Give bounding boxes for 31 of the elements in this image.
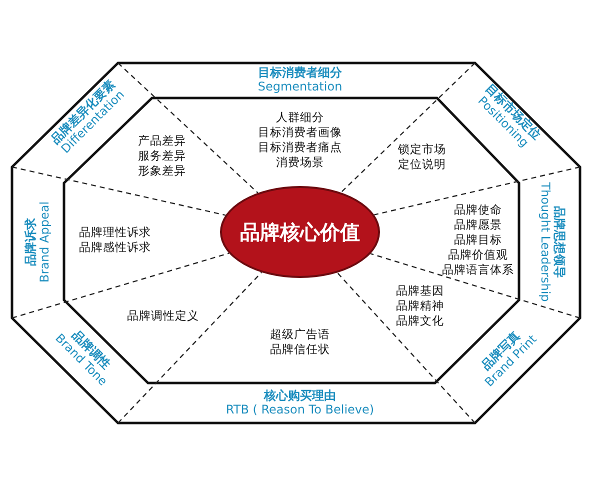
band-heading: 品牌诉求 [24,217,38,268]
sector-item: 品牌价值观 [447,247,509,262]
sector-item: 品牌理性诉求 [79,225,151,240]
sector-item: 锁定市场 [398,142,446,157]
sector-item: 品牌语言体系 [442,262,514,278]
sector-item: 人群细分 [275,110,325,126]
sector-item: 品牌信任状 [270,342,330,357]
sector-item: 形象差异 [138,163,186,178]
sector-item: 品牌使命 [453,202,503,218]
band-heading: 核心购买理由 [262,388,337,403]
band-heading: 目标消费者细分 [258,66,342,80]
sector-item: 定位说明 [398,157,446,172]
band-subheading: Segmentation [258,80,342,94]
sector-item: 产品差异 [138,134,186,149]
band-subheading: RTB ( Reason To Believe) [226,403,374,418]
sector-item: 超级广告语 [270,327,330,342]
band-subheading: Thought Leadership [538,182,552,302]
sector-item: 服务差异 [138,148,186,164]
sector-item: 品牌感性诉求 [79,240,151,255]
sector-item: 品牌目标 [453,232,503,248]
sector-item: 品牌愿景 [453,218,503,233]
sector-item: 品牌文化 [396,313,444,328]
band-subheading: Brand Appeal [38,201,52,283]
sector-item: 品牌精神 [396,298,444,314]
sector-item: 目标消费者痛点 [258,140,342,155]
sector-item: 消费场景 [275,154,325,170]
band-heading: 品牌思想领导 [552,205,566,280]
sector-item: 品牌基因 [396,284,444,299]
core-value-ellipse: 品牌核心价值 [220,186,380,278]
sector-item: 目标消费者画像 [258,125,342,140]
sector-item: 品牌调性定义 [127,308,199,324]
